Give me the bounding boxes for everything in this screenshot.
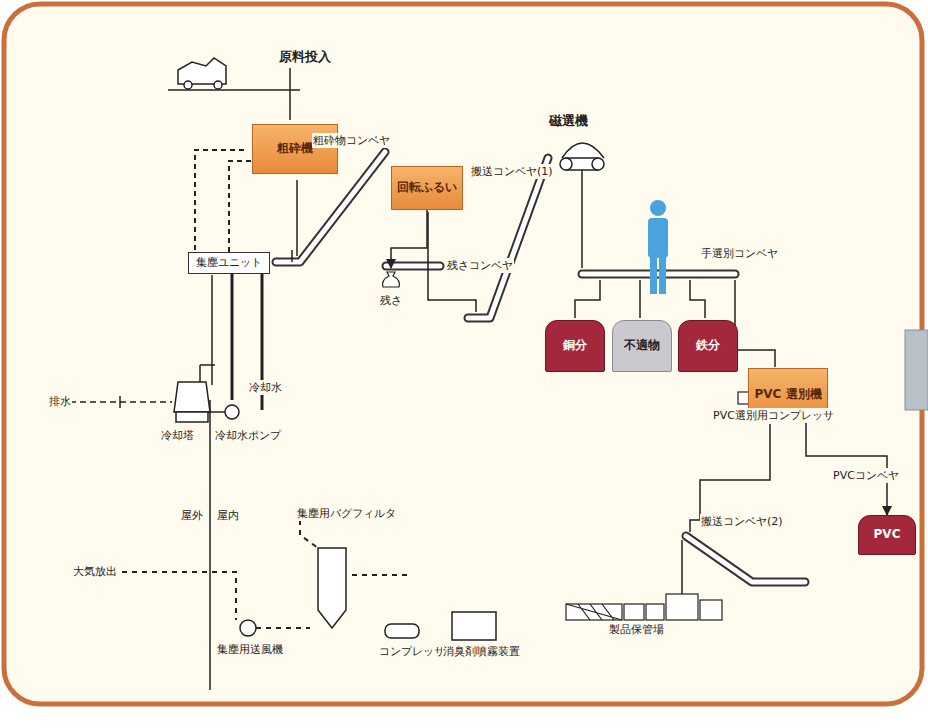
part-label: 集塵用バグフィルタ: [296, 506, 397, 521]
node-text: PVC: [874, 528, 901, 542]
part-label: 排水: [48, 394, 72, 409]
part-label: 原料投入: [278, 48, 332, 66]
part-label: 屋外: [180, 508, 204, 523]
node-text: 鉄分: [696, 339, 720, 353]
flow-connector: [391, 210, 427, 268]
part-label: 大気放出: [72, 564, 118, 579]
part-label: 粗砕物コンベヤ: [312, 133, 391, 148]
part-label: 手選別コンベヤ: [700, 246, 779, 261]
part-label: 屋内: [216, 508, 240, 523]
part-label: 冷却水ポンプ: [214, 428, 282, 443]
sieve-box: 回転ふるい: [391, 166, 463, 210]
part-label: 残さコンベヤ: [446, 258, 514, 273]
node-text: 集塵ユニット: [196, 257, 262, 270]
bag-icon: [379, 270, 403, 288]
part-label: 磁選機: [548, 112, 589, 130]
copper-bin: 銅分: [545, 320, 605, 372]
residue-bag: 残さ: [374, 286, 408, 316]
pvc-bin: PVC: [858, 515, 916, 555]
part-label: コンプレッサ: [378, 644, 446, 659]
part-label: 集塵用送風機: [216, 642, 284, 657]
part-label: 冷却塔: [160, 428, 195, 443]
part-label: 製品保管場: [608, 622, 665, 637]
dust-unit-box: 集塵ユニット: [188, 252, 270, 274]
part-label: 搬送コンベヤ(1): [470, 164, 554, 179]
crusher-box: 粗砕機: [252, 124, 338, 174]
node-text: 回転ふるい: [397, 181, 457, 195]
part-label: 冷却水: [248, 380, 283, 395]
reject-bin: 不適物: [612, 320, 672, 372]
part-label: PVCコンベヤ: [832, 468, 900, 483]
node-text: 不適物: [624, 339, 660, 353]
part-label: 消臭剤噴霧装置: [442, 644, 521, 659]
part-label: PVC選別用コンプレッサ: [712, 408, 835, 423]
node-text: 銅分: [563, 339, 587, 353]
flow-connector: [229, 161, 252, 252]
iron-bin: 鉄分: [678, 320, 738, 372]
node-text: 粗砕機: [277, 142, 313, 156]
part-label: 搬送コンベヤ(2): [700, 514, 784, 529]
node-text: PVC 選別機: [754, 388, 821, 402]
node-text: 残さ: [380, 295, 402, 308]
